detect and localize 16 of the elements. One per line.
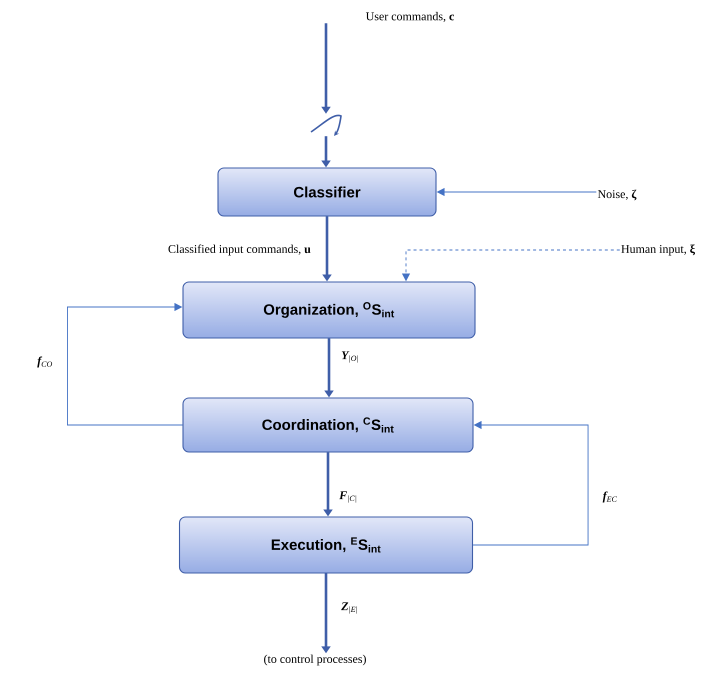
process-box: Coordination, $^{C}$S$_{int}$ — [182, 397, 474, 453]
signal-break-drawing — [310, 114, 342, 136]
process-box: Execution, $^{E}$S$_{int}$ — [178, 516, 474, 574]
edge-label: Y$_{|O|}$ — [342, 351, 358, 363]
flow-text: User commands, c — [366, 12, 454, 22]
edge-label: Classified input commands, u — [168, 244, 310, 256]
edge-label: f$_{EC}$ — [602, 492, 617, 502]
edge-label: F$_{|C|}$ — [339, 491, 356, 503]
process-box: Organization, $^{O}$S$_{int}$ — [182, 281, 476, 339]
flow-text: Human input, ξ — [621, 244, 696, 256]
feedback-arrow — [67, 302, 183, 426]
flow-text: (to control processes) — [264, 654, 366, 666]
edge-label: Z$_{|E|}$ — [341, 602, 357, 614]
edge-label: f$_{CO}$ — [37, 356, 52, 368]
process-box: Classifier — [217, 167, 437, 217]
flow-text: Noise, ζ — [598, 190, 636, 200]
